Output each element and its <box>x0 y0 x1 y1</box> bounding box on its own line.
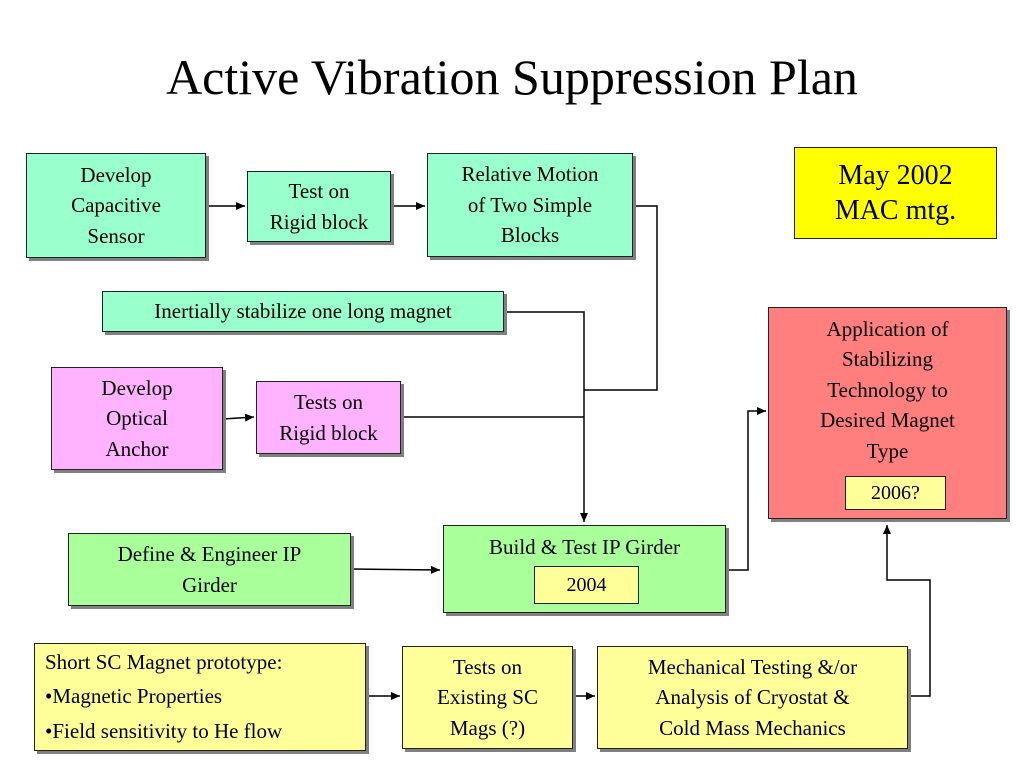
may-2002-mac-box: May 2002 MAC mtg. <box>794 147 997 239</box>
build-year-badge: 2004 <box>534 566 639 604</box>
list-item: Magnetic Properties <box>45 684 282 710</box>
define-engineer-girder-label: Define & Engineer IP Girder <box>117 542 302 597</box>
arrow-mechanical-to-application <box>883 525 931 697</box>
mechanical-testing-box: Mechanical Testing &/or Analysis of Cryo… <box>597 646 908 749</box>
tests-rigid-block-box: Tests on Rigid block <box>256 381 401 454</box>
develop-capacitive-sensor-label: Develop Capacitive Sensor <box>71 162 161 248</box>
tests-rigid-block-label: Tests on Rigid block <box>279 390 378 445</box>
application-label: Application of Stabilizing Technology to… <box>820 317 955 463</box>
arrow-build-to-application <box>726 407 766 571</box>
inertially-stabilize-box: Inertially stabilize one long magnet <box>102 291 504 332</box>
list-item: Field sensitivity to He flow <box>45 719 282 745</box>
short-sc-magnet-box: Short SC Magnet prototype: Magnetic Prop… <box>34 643 366 751</box>
tests-existing-sc-label: Tests on Existing SC Mags (?) <box>437 654 538 740</box>
develop-capacitive-sensor-box: Develop Capacitive Sensor <box>26 153 206 258</box>
develop-optical-anchor-box: Develop Optical Anchor <box>51 367 223 470</box>
inertially-stabilize-label: Inertially stabilize one long magnet <box>154 299 452 324</box>
test-rigid-block-box: Test on Rigid block <box>247 171 391 242</box>
may-2002-mac-label: May 2002 MAC mtg. <box>834 160 957 226</box>
line-inertially-to-junction <box>504 311 585 417</box>
application-year-badge: 2006? <box>845 476 946 510</box>
slide-title: Active Vibration Suppression Plan <box>166 49 858 105</box>
mechanical-testing-label: Mechanical Testing &/or Analysis of Cryo… <box>647 654 858 740</box>
define-engineer-girder-box: Define & Engineer IP Girder <box>68 533 351 606</box>
short-sc-magnet-list: Magnetic Properties Field sensitivity to… <box>45 684 282 755</box>
develop-optical-anchor-label: Develop Optical Anchor <box>101 375 173 461</box>
relative-motion-label: Relative Motion of Two Simple Blocks <box>461 162 599 248</box>
tests-existing-sc-box: Tests on Existing SC Mags (?) <box>402 646 573 749</box>
arrow-define-to-build <box>350 565 441 574</box>
relative-motion-box: Relative Motion of Two Simple Blocks <box>427 153 633 257</box>
build-test-girder-label: Build & Test IP Girder <box>488 535 681 559</box>
arrow-anchor-to-rigid <box>222 413 255 422</box>
line-relative-to-junction <box>584 205 658 391</box>
short-sc-magnet-heading: Short SC Magnet prototype: <box>45 650 283 674</box>
test-rigid-block-label: Test on Rigid block <box>269 179 369 234</box>
